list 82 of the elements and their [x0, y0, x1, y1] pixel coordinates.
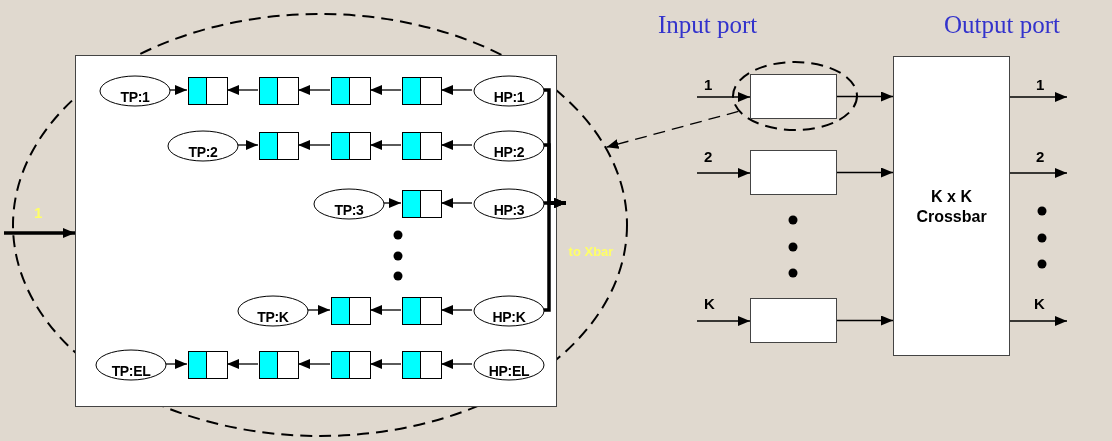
queue-cell: [402, 132, 442, 160]
edge-label: 1: [704, 77, 713, 92]
arrow: [226, 359, 259, 369]
queue-cell: [331, 297, 371, 325]
oval-node: [473, 188, 545, 220]
arrow: [169, 85, 188, 95]
panel-box: [75, 55, 557, 407]
queue-cell: [331, 132, 371, 160]
node-label: HP:EL: [488, 364, 530, 378]
arrow: [440, 198, 473, 208]
arrow: [696, 168, 751, 178]
node-label: TP:3: [334, 203, 364, 217]
arrow: [4, 228, 75, 238]
node-label: to Xbar: [568, 243, 614, 260]
queue-cell: [402, 351, 442, 379]
oval-node: [473, 295, 545, 327]
oval-node: [473, 75, 545, 107]
oval-node: [167, 130, 239, 162]
oval-node: [473, 130, 545, 162]
node-label: K x K Crossbar: [915, 187, 988, 227]
arrow: [369, 85, 402, 95]
arrow: [440, 305, 473, 315]
arrow: [237, 140, 259, 150]
node-label: HP:3: [493, 203, 525, 217]
node-label: TP:2: [188, 145, 218, 159]
edge-label: K: [704, 296, 715, 311]
arrow: [440, 140, 473, 150]
oval-node: [237, 295, 309, 327]
arrow: [165, 359, 188, 369]
arrow: [383, 198, 402, 208]
node-label: HP:K: [492, 310, 526, 324]
buffer-box: [750, 150, 837, 195]
arrow: [836, 167, 894, 178]
dashed-ellipse: [12, 13, 628, 437]
queue-cell: [331, 351, 371, 379]
queue-cell: [331, 77, 371, 105]
arrow: [226, 85, 259, 95]
queue-cell: [259, 132, 299, 160]
arrow: [1009, 316, 1068, 326]
node-label: TP:1: [120, 90, 150, 104]
heading-text: Input port: [658, 12, 758, 37]
arrow: [440, 85, 473, 95]
node-label: TP:K: [257, 310, 289, 324]
queue-cell: [402, 190, 442, 218]
heading-text: Output port: [944, 12, 1060, 37]
arrow: [440, 359, 473, 369]
dashed-ellipse: [732, 61, 858, 131]
edge-label: 1: [1036, 77, 1045, 92]
queue-cell: [402, 297, 442, 325]
edge-label: K: [1034, 296, 1045, 311]
arrow: [369, 140, 402, 150]
oval-node: [99, 75, 171, 107]
queue-cell: [259, 77, 299, 105]
arrow: [369, 359, 402, 369]
crossbar-box: [893, 56, 1010, 356]
arrow: [696, 92, 751, 102]
queue-cell: [188, 77, 228, 105]
arrow: [297, 140, 331, 150]
node-label: HP:1: [493, 90, 525, 104]
edge-label: 2: [704, 149, 713, 164]
arrow: [1009, 92, 1068, 102]
edge-label: 2: [1036, 149, 1045, 164]
arrow: [307, 305, 331, 315]
node-label: HP:2: [493, 145, 525, 159]
arrow: [605, 110, 740, 149]
arrow: [297, 85, 331, 95]
arrow: [369, 305, 402, 315]
arrow: [297, 359, 331, 369]
queue-cell: [259, 351, 299, 379]
arrow: [696, 316, 751, 326]
node-label: TP:EL: [111, 364, 151, 378]
queue-cell: [402, 77, 442, 105]
arrow: [836, 91, 894, 102]
oval-node: [95, 349, 167, 381]
buffer-box: [750, 298, 837, 343]
arrow: [1009, 168, 1068, 178]
queue-cell: [188, 351, 228, 379]
buffer-box: [750, 74, 837, 119]
edge-label: 1: [34, 205, 43, 220]
arrow: [836, 315, 894, 326]
oval-node: [473, 349, 545, 381]
oval-node: [313, 188, 385, 220]
